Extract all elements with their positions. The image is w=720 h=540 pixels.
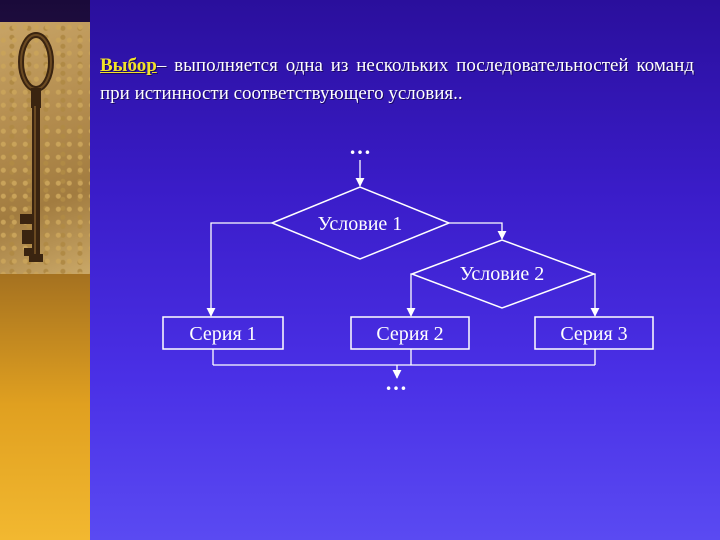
key-icon bbox=[18, 32, 54, 262]
series3-box bbox=[534, 316, 654, 350]
condition1-left-branch bbox=[206, 222, 272, 317]
definition-paragraph: Выбор– выполняется одна из нескольких по… bbox=[100, 52, 694, 108]
series1-box bbox=[162, 316, 284, 350]
definition-term: Выбор bbox=[100, 55, 157, 76]
definition-text: выполняется одна из нескольких последова… bbox=[100, 55, 694, 104]
condition2-label: Условие 2 bbox=[460, 263, 545, 285]
condition2-right-branch bbox=[590, 273, 600, 317]
series1-label: Серия 1 bbox=[189, 323, 256, 345]
condition1-right-branch bbox=[449, 222, 507, 240]
definition-dash: – bbox=[156, 55, 167, 76]
series3-label: Серия 3 bbox=[560, 323, 627, 345]
condition1-label: Условие 1 bbox=[318, 213, 403, 235]
key-image bbox=[0, 22, 90, 274]
entry-dots: … bbox=[349, 134, 371, 159]
series2-label: Серия 2 bbox=[376, 323, 443, 345]
series2-box bbox=[350, 316, 470, 350]
condition2-left-branch bbox=[406, 273, 416, 317]
exit-dots: … bbox=[385, 370, 407, 395]
